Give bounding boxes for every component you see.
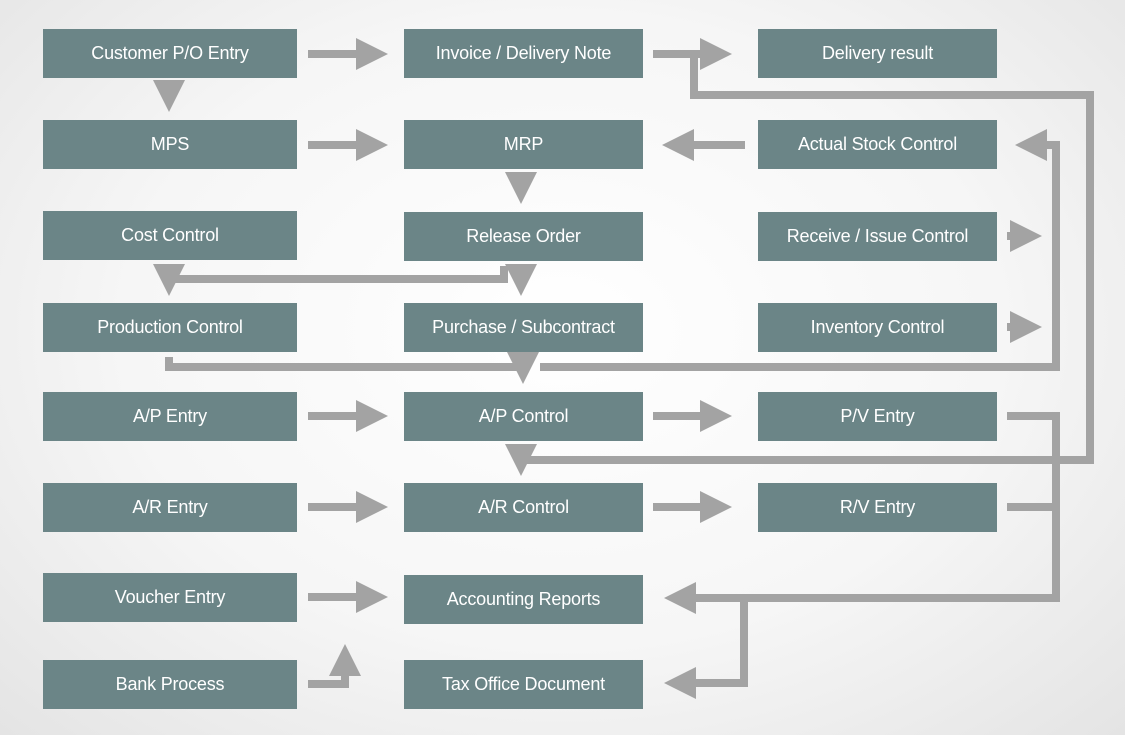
box-purchase-subcontract: Purchase / Subcontract — [404, 303, 643, 352]
box-ap-entry: A/P Entry — [43, 392, 297, 441]
label: MRP — [503, 134, 544, 154]
arrow-to-tax-office-document — [664, 598, 748, 699]
label: MPS — [150, 134, 190, 154]
label: A/P Control — [478, 406, 569, 426]
box-inventory-control: Inventory Control — [758, 303, 997, 352]
label: Delivery result — [821, 43, 934, 63]
box-ap-control: A/P Control — [404, 392, 643, 441]
arrow-invoice-loop-to-ar-control — [505, 54, 1094, 476]
label: A/R Control — [478, 497, 569, 517]
label: Voucher Entry — [114, 587, 226, 607]
box-ar-entry: A/R Entry — [43, 483, 297, 532]
label: P/V Entry — [840, 406, 915, 426]
box-customer-po-entry: Customer P/O Entry — [43, 29, 297, 78]
box-rv-entry: R/V Entry — [758, 483, 997, 532]
line-production-to-merge — [165, 357, 523, 371]
label: Inventory Control — [810, 317, 945, 337]
box-invoice-delivery-note: Invoice / Delivery Note — [404, 29, 643, 78]
box-production-control: Production Control — [43, 303, 297, 352]
box-mrp: MRP — [404, 120, 643, 169]
label: Cost Control — [121, 225, 219, 245]
label: Invoice / Delivery Note — [435, 43, 612, 63]
arrow-release-to-production — [153, 264, 508, 296]
label: Tax Office Document — [442, 674, 605, 694]
box-cost-control: Cost Control — [43, 211, 297, 260]
box-mps: MPS — [43, 120, 297, 169]
box-accounting-reports: Accounting Reports — [404, 575, 643, 624]
label: Release Order — [466, 226, 581, 246]
box-receive-issue-control: Receive / Issue Control — [758, 212, 997, 261]
label: A/P Entry — [133, 406, 207, 426]
box-pv-entry: P/V Entry — [758, 392, 997, 441]
box-voucher-entry: Voucher Entry — [43, 573, 297, 622]
label: Receive / Issue Control — [786, 226, 969, 246]
label: Bank Process — [115, 674, 225, 694]
box-bank-process: Bank Process — [43, 660, 297, 709]
label: Customer P/O Entry — [91, 43, 249, 63]
label: R/V Entry — [839, 497, 916, 517]
label: Actual Stock Control — [797, 134, 958, 154]
box-actual-stock-control: Actual Stock Control — [758, 120, 997, 169]
arrow-rv-to-accounting-reports — [664, 503, 1060, 614]
label: A/R Entry — [132, 497, 208, 517]
box-delivery-result: Delivery result — [758, 29, 997, 78]
arrow-loop-to-actual-stock — [540, 129, 1060, 371]
label: Production Control — [97, 317, 243, 337]
arrow-bank-process-up — [308, 644, 361, 688]
label: Purchase / Subcontract — [432, 317, 615, 337]
box-tax-office-document: Tax Office Document — [404, 660, 643, 709]
box-release-order: Release Order — [404, 212, 643, 261]
box-ar-control: A/R Control — [404, 483, 643, 532]
label: Accounting Reports — [446, 589, 601, 609]
